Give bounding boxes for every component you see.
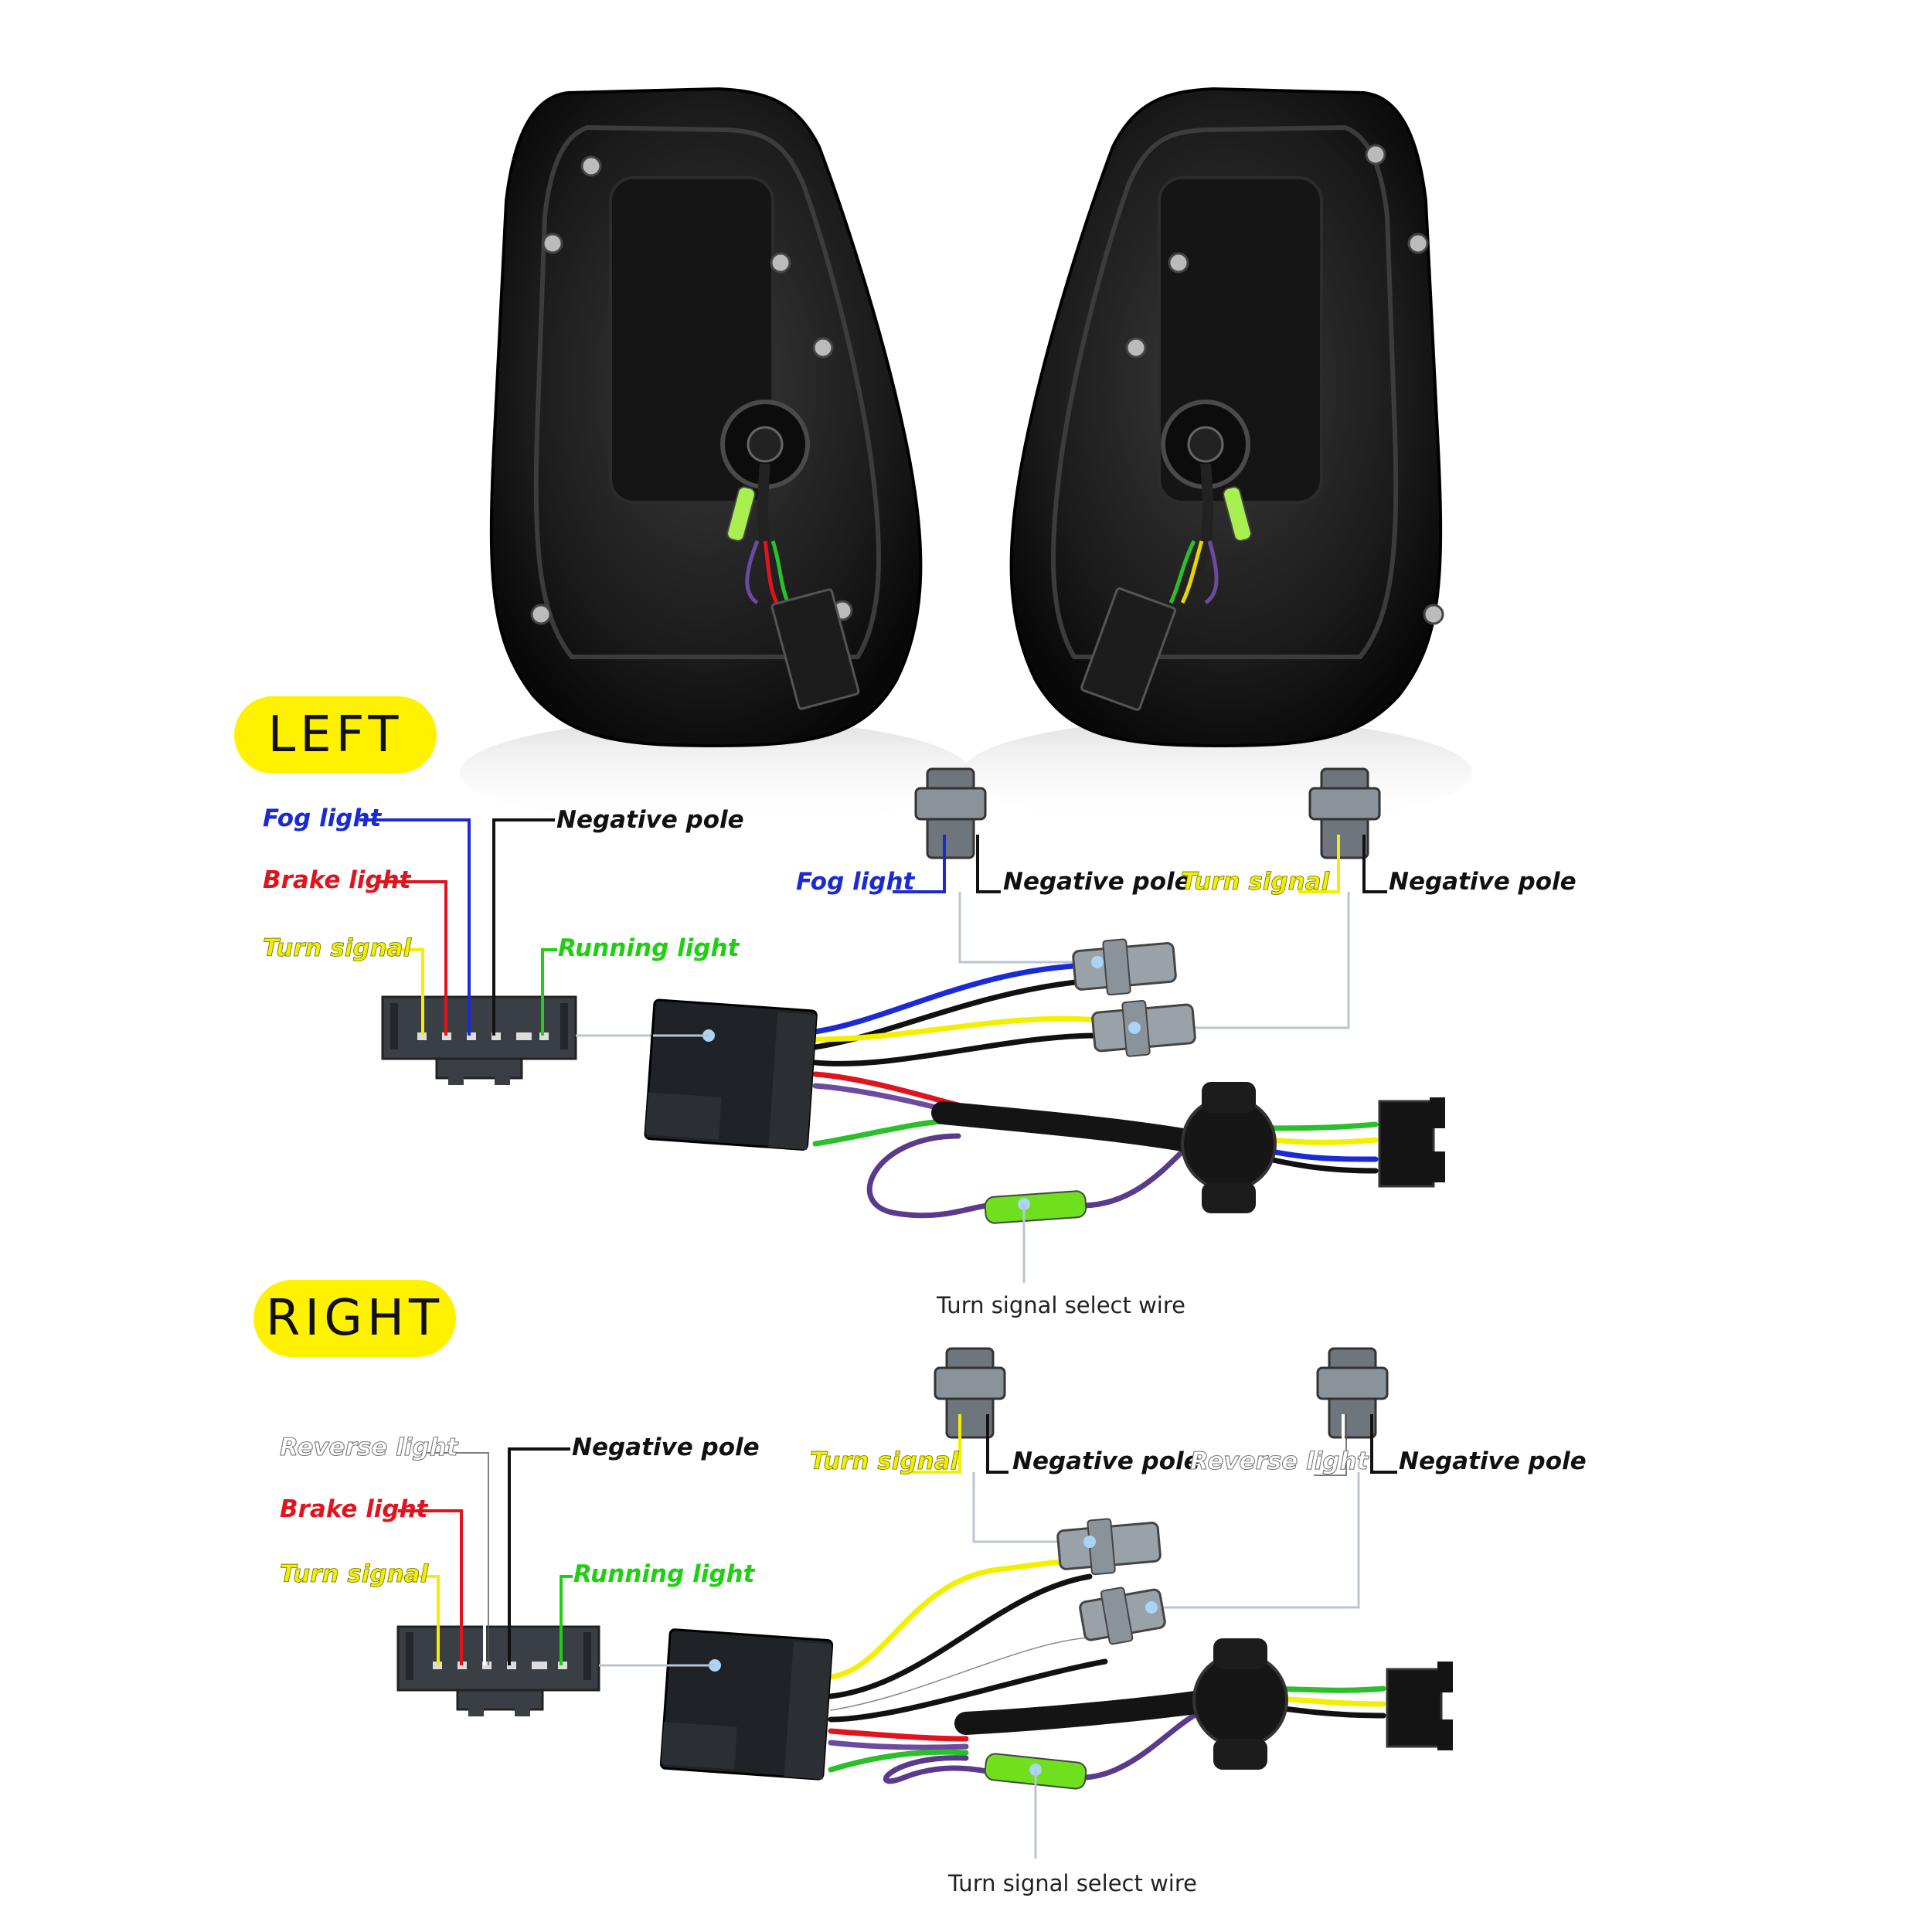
left-section-title: LEFT — [234, 696, 437, 774]
left-turn-signal-label: Turn signal — [263, 934, 412, 962]
left-select-wire-caption: Turn signal select wire — [937, 1292, 1185, 1318]
right-turn-plug — [912, 1347, 1082, 1543]
right-reverse-plug — [1151, 1347, 1397, 1609]
left-turn-plug-label: Turn signal — [1181, 868, 1330, 896]
right-turn-plug-label: Turn signal — [810, 1447, 959, 1475]
left-turn-plug — [1175, 767, 1387, 1029]
right-reverse-plug-negative-label: Negative pole — [1399, 1447, 1587, 1475]
right-select-wire-caption: Turn signal select wire — [948, 1870, 1197, 1896]
right-pinout-connector — [396, 1625, 600, 1716]
right-section-title: RIGHT — [253, 1280, 456, 1357]
left-pinout-connector — [381, 995, 577, 1085]
left-fog-plug — [893, 767, 1074, 964]
right-tail-light-housing — [962, 87, 1472, 827]
right-brake-light-label: Brake light — [280, 1495, 428, 1523]
left-tail-light-housing — [460, 87, 970, 827]
left-fog-plug-label: Fog light — [796, 868, 915, 896]
right-reverse-light-label: Reverse light — [279, 1434, 458, 1461]
right-negative-pole-label: Negative pole — [572, 1434, 760, 1461]
left-brake-light-label: Brake light — [263, 866, 411, 894]
left-running-light-label: Running light — [558, 934, 740, 962]
left-fog-plug-negative-label: Negative pole — [1003, 868, 1191, 896]
left-fog-light-label: Fog light — [263, 804, 382, 832]
right-harness — [659, 1518, 1453, 1859]
right-pin-leaders — [398, 1447, 665, 1667]
left-pin-leaders — [359, 818, 653, 1037]
left-turn-plug-negative-label: Negative pole — [1389, 868, 1577, 896]
right-turn-plug-negative-label: Negative pole — [1012, 1447, 1200, 1475]
right-running-light-label: Running light — [573, 1560, 755, 1588]
right-reverse-plug-label: Reverse light — [1189, 1447, 1369, 1475]
left-negative-pole-label: Negative pole — [556, 806, 744, 834]
right-turn-signal-label: Turn signal — [280, 1560, 429, 1588]
left-harness — [644, 938, 1445, 1283]
